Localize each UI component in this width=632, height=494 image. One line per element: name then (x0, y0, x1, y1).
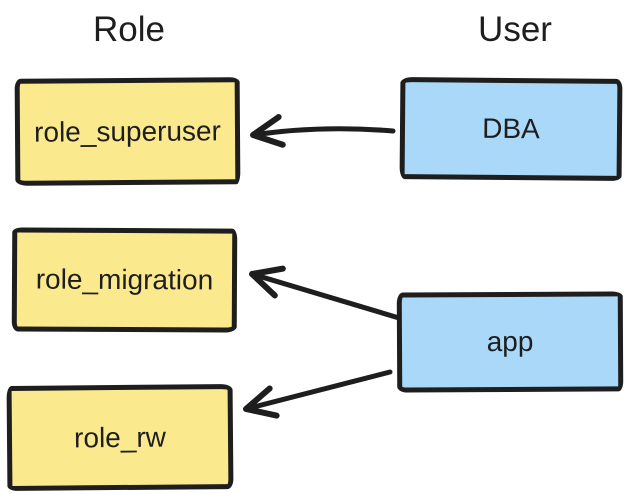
node-role-rw: role_rw (6, 384, 234, 491)
node-label-app: app (486, 325, 534, 358)
node-role-migration: role_migration (11, 227, 238, 333)
column-heading-role: Role (93, 10, 165, 49)
edge-app-to-role-rw (243, 369, 393, 419)
node-role-superuser: role_superuser (14, 77, 241, 186)
node-label-role-migration: role_migration (35, 263, 214, 296)
node-label-dba: DBA (482, 112, 540, 145)
column-heading-user: User (478, 10, 552, 49)
edge-app-to-role-migration (249, 265, 402, 321)
edge-dba-to-role-superuser (250, 114, 396, 148)
node-label-role-superuser: role_superuser (33, 114, 221, 148)
node-user-app: app (396, 291, 624, 393)
node-label-role-rw: role_rw (73, 421, 167, 453)
node-user-dba: DBA (399, 77, 623, 181)
